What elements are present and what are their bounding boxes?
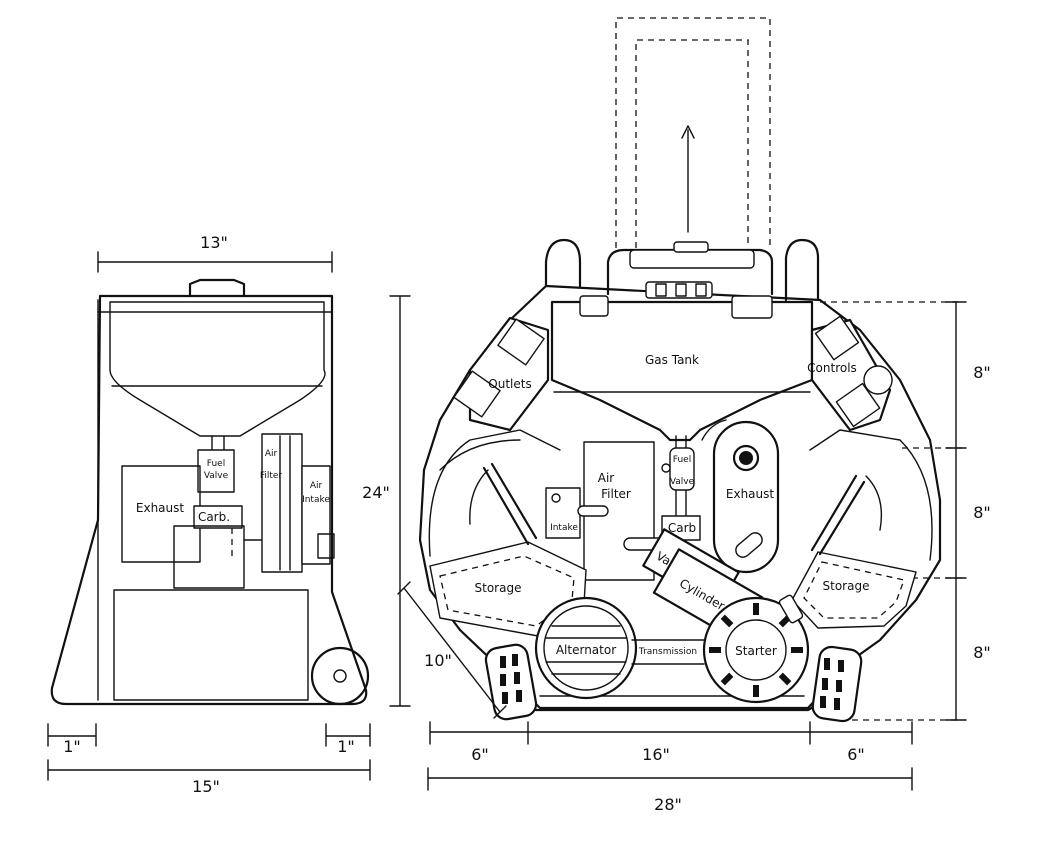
front-exhaust (712, 420, 780, 574)
side-air-filter-label-2: Filter (260, 471, 283, 481)
front-controls-label: Controls (807, 361, 857, 375)
front-storage-left-label: Storage (475, 581, 522, 595)
side-carb-label: Carb. (198, 510, 230, 524)
side-dim-width-bottom: 15" (192, 777, 220, 796)
front-alternator (534, 596, 638, 700)
front-wheel-right (811, 645, 863, 723)
front-air-filter-label-1: Air (598, 471, 615, 485)
side-fuel-cap (188, 278, 246, 298)
front-gas-tank (550, 300, 814, 442)
front-fuel-valve-label-1: Fuel (673, 455, 691, 465)
front-dim-width-left: 6" (471, 745, 489, 764)
side-fuel-valve (197, 449, 235, 493)
side-engine-block (173, 525, 245, 589)
front-alternator-label: Alternator (556, 643, 616, 657)
front-intake-label: Intake (550, 523, 578, 533)
front-wheel-left (484, 643, 538, 721)
front-post-left (544, 238, 582, 288)
side-wheel (310, 646, 370, 706)
front-gas-tank-label: Gas Tank (645, 353, 699, 367)
side-lower-compartment (113, 589, 309, 701)
side-fuel-valve-label-1: Fuel (207, 459, 225, 469)
side-air-intake (301, 465, 331, 565)
side-carb (193, 505, 243, 529)
side-air-filter-label-1: Air (265, 449, 278, 459)
front-exhaust-label: Exhaust (726, 487, 775, 501)
side-dim-right-gap: 1" (337, 737, 355, 756)
front-air-filter-label-2: Filter (601, 487, 631, 501)
side-fuel-valve-label-2: Valve (204, 471, 229, 481)
front-dim-width-mid: 16" (642, 745, 670, 764)
side-dim-height: 24" (362, 483, 390, 502)
front-dim-height-top: 8" (973, 363, 991, 382)
side-view: Fuel Valve Exhaust Carb. Air Filter Air … (47, 233, 411, 796)
front-handle-extended (615, 17, 771, 248)
front-exhaust-outlet-icon (732, 444, 760, 472)
side-exhaust-label: Exhaust (136, 501, 185, 515)
front-dim-width-right: 6" (847, 745, 865, 764)
front-carb-label: Carb (668, 521, 696, 535)
front-dim-height-bottom: 8" (973, 643, 991, 662)
front-post-right (784, 238, 820, 302)
side-air-intake-label-1: Air (310, 481, 323, 491)
side-dim-width-top: 13" (200, 233, 228, 252)
front-storage-right-label: Storage (823, 579, 870, 593)
front-dim-diagonal: 10" (424, 651, 452, 670)
front-starter-label: Starter (735, 644, 777, 658)
side-gas-tank (109, 301, 326, 437)
front-outlets-label: Outlets (488, 377, 531, 391)
side-dim-left-gap: 1" (63, 737, 81, 756)
front-view: Gas Tank Outlets Controls Air Filter Int… (397, 17, 991, 814)
side-air-filter (261, 433, 303, 573)
front-dim-height-mid: 8" (973, 503, 991, 522)
front-dim-width-total: 28" (654, 795, 682, 814)
side-air-intake-label-2: Intake (302, 495, 330, 505)
front-transmission-label: Transmission (638, 647, 697, 657)
front-outer-frame (418, 284, 942, 710)
front-fuel-valve-label-2: Valve (670, 477, 695, 487)
